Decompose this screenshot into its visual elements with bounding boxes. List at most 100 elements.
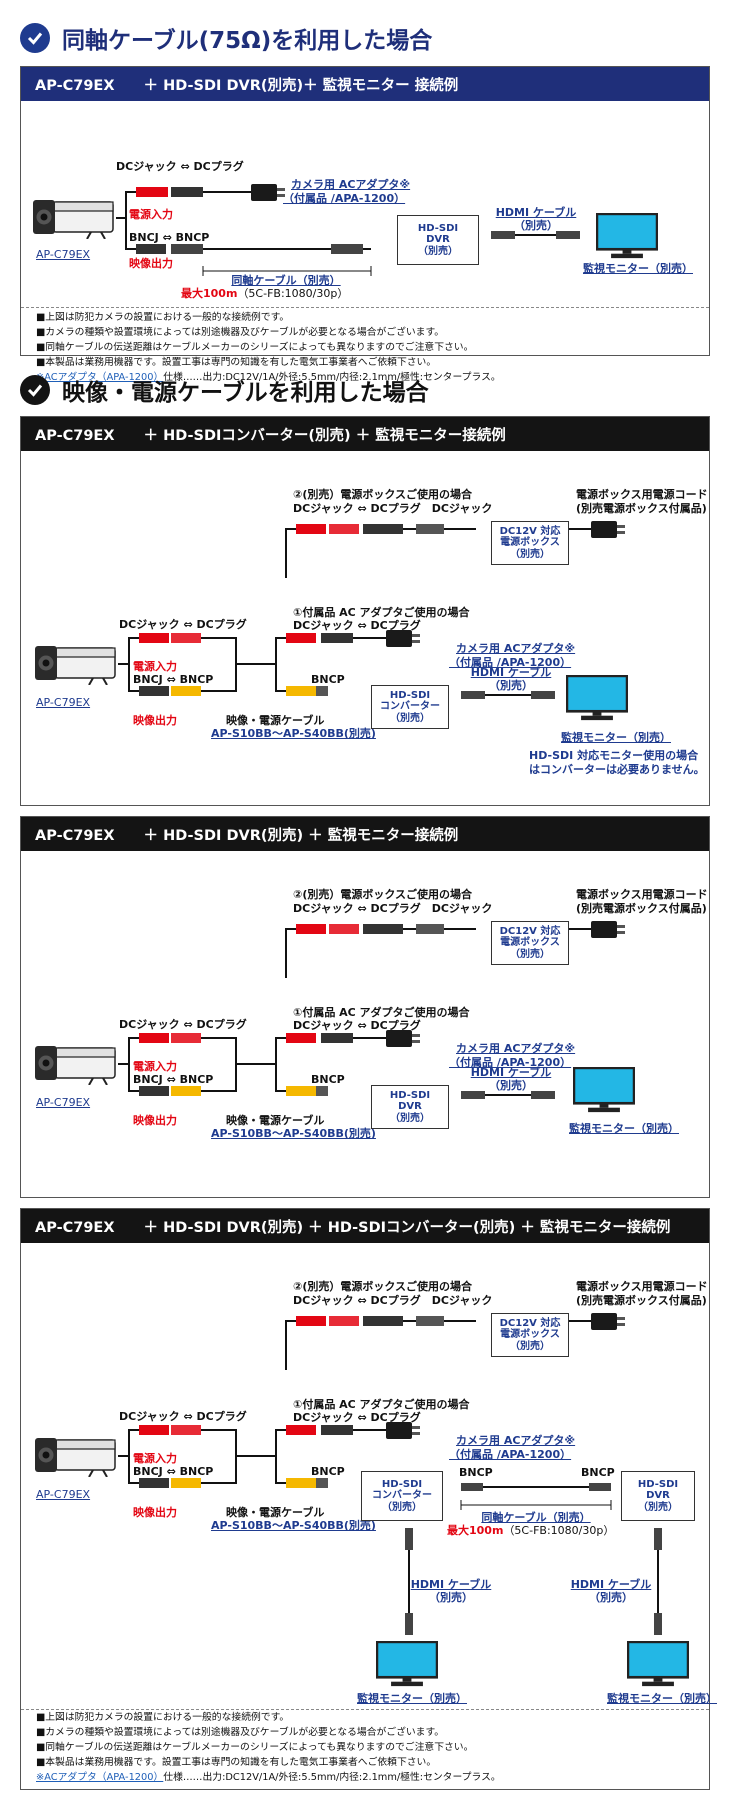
psu-cord-sub-label: (別売電源ボックス付属品) (576, 1294, 707, 1307)
hdmi-cable-left-sub-label: （別売） (429, 1591, 473, 1604)
dc-jack-label: DCジャック ⇔ DCプラグ (119, 1410, 247, 1423)
opt2-connectors: DCジャック ⇔ DCプラグ DCジャック (293, 502, 493, 515)
notes-block: ■上図は防犯カメラの設置における一般的な接続例です。 ■カメラの種類や設置環境に… (36, 1711, 501, 1785)
psu-box-line-1: DC12V 対応 (499, 925, 561, 937)
power-input-label: 電源入力 (129, 208, 173, 221)
psu-box-line-3: （別売） (510, 548, 550, 560)
bncp-label: BNCP (311, 1465, 345, 1478)
opt1-connectors: DCジャック ⇔ DCプラグ (293, 1019, 421, 1032)
psu-box-line-1: DC12V 対応 (499, 525, 561, 537)
vp-cable-label: 映像・電源ケーブル (226, 714, 325, 727)
vp-cable-label: 映像・電源ケーブル (226, 1506, 325, 1519)
converter-line-3: （別売） (382, 1501, 422, 1513)
hd-sdi-converter-box: HD-SDI コンバーター （別売） (361, 1471, 443, 1521)
note-item: ■本製品は業務用機器です。設置工事は専門の知識を有した電気工事業者へご依頼下さい… (36, 1756, 437, 1768)
adapter-sub-label: （付属品 /APA-1200） (449, 1056, 572, 1069)
psu-box-line-3: （別売） (510, 948, 550, 960)
bnc-label: BNCJ ⇔ BNCP (129, 231, 210, 244)
panel-dvr: AP-C79EX ＋ HD-SDI DVR(別売) ＋ 監視モニター接続例 ②(… (20, 816, 710, 1198)
hd-sdi-dvr-box: HD-SDI DVR （別売） (371, 1085, 449, 1129)
bncp-left-label: BNCP (459, 1466, 493, 1479)
dvr-line-1: HD-SDI (417, 222, 459, 234)
adapter-label: カメラ用 ACアダプタ※ (456, 1434, 576, 1447)
dc-jack-label: DCジャック ⇔ DCプラグ (119, 618, 247, 631)
dvr-line-3: （別売） (418, 245, 458, 257)
adapter-sub-label: （付属品 /APA-1200） (449, 1448, 572, 1461)
opt2-connectors: DCジャック ⇔ DCプラグ DCジャック (293, 1294, 493, 1307)
opt2-title: ②(別売）電源ボックスご使用の場合 (293, 888, 473, 901)
power-input-label: 電源入力 (133, 1060, 177, 1073)
monitor-label: 監視モニター（別売） (569, 1122, 679, 1135)
hdmi-cable-left-label: HDMI ケーブル (410, 1578, 492, 1591)
notes-block: ■上図は防犯カメラの設置における一般的な接続例です。 ■カメラの種類や設置環境に… (36, 311, 501, 385)
hdmi-cable-label: HDMI ケーブル (470, 1066, 552, 1079)
bnc-label: BNCJ ⇔ BNCP (133, 673, 214, 686)
bncp-right-label: BNCP (581, 1466, 615, 1479)
coax-length: 最大100m（5C-FB:1080/30p） (181, 287, 349, 301)
adapter-sub-label: （付属品 /APA-1200） (283, 192, 406, 205)
monitor-label: 監視モニター（別売） (561, 731, 671, 744)
camera-model-label: AP-C79EX (36, 248, 91, 261)
note-item: ■上図は防犯カメラの設置における一般的な接続例です。 (36, 312, 290, 323)
psu-cord-sub-label: (別売電源ボックス付属品) (576, 502, 707, 515)
note-item: ■本製品は業務用機器です。設置工事は専門の知識を有した電気工事業者へご依頼下さい… (36, 356, 437, 368)
note-ac-spec: ※ACアダプタ（APA-1200）仕様……出力:DC12V/1A/外径:5.5m… (36, 1771, 501, 1786)
dvr-line-2: DVR (398, 1101, 422, 1113)
coax-max: 最大100m (447, 1524, 504, 1537)
hd-sdi-dvr-box: HD-SDI DVR （別売） (397, 215, 479, 265)
psu-box-line-3: （別売） (510, 1340, 550, 1352)
opt2-title: ②(別売）電源ボックスご使用の場合 (293, 1280, 473, 1293)
bncp-label: BNCP (311, 1073, 345, 1086)
bncp-label: BNCP (311, 673, 345, 686)
converter-line-2: コンバーター (372, 1490, 432, 1502)
video-output-label: 映像出力 (133, 714, 177, 727)
dvr-line-2: DVR (426, 234, 450, 246)
opt2-title: ②(別売）電源ボックスご使用の場合 (293, 488, 473, 501)
hdmi-cable-sub-label: （別売） (489, 1079, 533, 1092)
psu-box-line-1: DC12V 対応 (499, 1317, 561, 1329)
psu-cord-label: 電源ボックス用電源コード (576, 1280, 708, 1293)
power-input-label: 電源入力 (133, 1452, 177, 1465)
monitor-left-label: 監視モニター（別売） (357, 1692, 467, 1705)
psu-cord-label: 電源ボックス用電源コード (576, 488, 708, 501)
dvr-line-1: HD-SDI (637, 1478, 679, 1490)
psu-cord-sub-label: (別売電源ボックス付属品) (576, 902, 707, 915)
panel-converter: AP-C79EX ＋ HD-SDIコンバーター(別売) ＋ 監視モニター接続例 … (20, 416, 710, 806)
dc-jack-label: DCジャック ⇔ DCプラグ (116, 160, 244, 173)
panel-coax-dvr: AP-C79EX ＋ HD-SDI DVR(別売)＋ 監視モニター 接続例 DC… (20, 66, 710, 383)
psu-cord-label: 電源ボックス用電源コード (576, 888, 708, 901)
hdmi-cable-right-label: HDMI ケーブル (570, 1578, 652, 1591)
bnc-label: BNCJ ⇔ BNCP (133, 1073, 214, 1086)
coax-max: 最大100m (181, 287, 238, 300)
psu-box: DC12V 対応 電源ボックス （別売） (491, 1313, 569, 1357)
dvr-line-2: DVR (646, 1490, 670, 1502)
opt1-title: ①付属品 AC アダプタご使用の場合 (293, 1006, 470, 1019)
section-title-coax: 同軸ケーブル(75Ω)を利用した場合 (20, 18, 432, 58)
hd-sdi-dvr-box: HD-SDI DVR （別売） (621, 1471, 695, 1521)
adapter-sub-label: （付属品 /APA-1200） (449, 656, 572, 669)
section-title-text: 映像・電源ケーブルを利用した場合 (62, 380, 429, 406)
opt1-connectors: DCジャック ⇔ DCプラグ (293, 619, 421, 632)
opt1-title: ①付属品 AC アダプタご使用の場合 (293, 1398, 470, 1411)
converter-line-1: HD-SDI (389, 689, 431, 701)
check-circle-icon (20, 23, 50, 53)
psu-box: DC12V 対応 電源ボックス （別売） (491, 521, 569, 565)
panel-title: AP-C79EX ＋ HD-SDI DVR(別売) ＋ HD-SDIコンバーター… (21, 1209, 709, 1243)
converter-note-2: はコンバーターは必要ありません。 (529, 763, 705, 776)
panel-dvr-converter: AP-C79EX ＋ HD-SDI DVR(別売) ＋ HD-SDIコンバーター… (20, 1208, 717, 1790)
coax-length: 最大100m（5C-FB:1080/30p） (447, 1524, 614, 1538)
monitor-right-label: 監視モニター（別売） (607, 1692, 717, 1705)
converter-line-3: （別売） (390, 712, 430, 724)
coax-spec: （5C-FB:1080/30p） (237, 287, 349, 300)
ac-adapter-link[interactable]: ※ACアダプタ（APA-1200） (36, 1771, 164, 1783)
coax-title: 同軸ケーブル（別売） (231, 274, 341, 287)
hdmi-cable-right-sub-label: （別売） (589, 1591, 633, 1604)
ac-adapter-spec: 仕様……出力:DC12V/1A/外径:5.5mm/内径:2.1mm/極性:センタ… (163, 1771, 501, 1783)
converter-note-1: HD-SDI 対応モニター使用の場合 (529, 749, 699, 762)
adapter-label: カメラ用 ACアダプタ※ (456, 642, 576, 655)
camera-model-label: AP-C79EX (36, 1096, 91, 1109)
dvr-line-3: （別売） (390, 1112, 430, 1124)
ac-adapter-link[interactable]: ※ACアダプタ（APA-1200） (36, 371, 164, 383)
power-input-label: 電源入力 (133, 660, 177, 673)
hdmi-cable-sub-label: （別売） (514, 219, 558, 232)
